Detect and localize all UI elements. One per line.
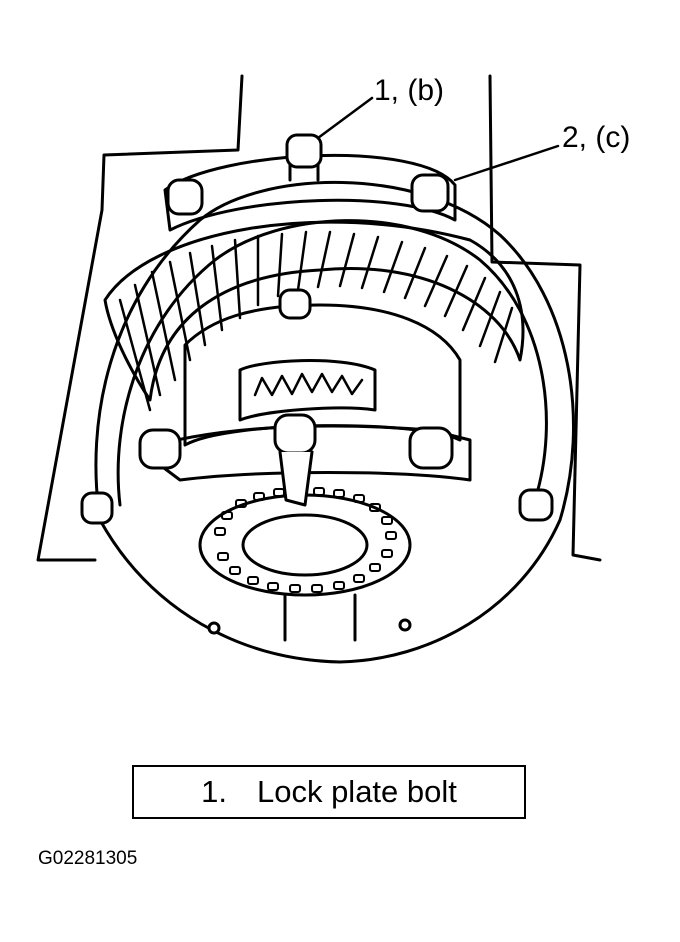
differential-stud-center <box>278 288 312 320</box>
housing-hole-right <box>398 618 412 632</box>
bearing-rollers <box>214 487 397 593</box>
spider-gear-teeth <box>253 372 364 397</box>
mounting-plate <box>36 74 602 562</box>
housing-bolt-right <box>518 488 554 522</box>
legend-box: 1. Lock plate bolt <box>132 765 526 819</box>
callout-1-label: 1, (b) <box>374 74 445 107</box>
callout-2-label: 2, (c) <box>562 121 631 154</box>
legend-number: 1. <box>201 774 227 809</box>
lock-plate-bolt-right <box>408 426 454 470</box>
ring-gear <box>103 220 525 402</box>
bearing-cap-bolt-left <box>166 178 204 216</box>
housing-hole-left <box>207 621 221 635</box>
bearing-cap-bolt-right <box>410 173 450 213</box>
bolt-heads <box>80 133 554 635</box>
bearing-cap <box>163 153 457 232</box>
legend-text: Lock plate bolt <box>256 774 457 809</box>
carrier-housing <box>94 180 575 664</box>
lock-plate-bolt-top <box>285 133 323 182</box>
figure-code: G02281305 <box>38 848 138 869</box>
bearing-race-inner <box>241 513 369 577</box>
carrier-housing-inner <box>116 219 548 507</box>
lower-boss <box>283 593 357 642</box>
housing-bolt-left <box>80 491 114 525</box>
lock-plate-bolt-center <box>273 413 317 507</box>
callout-1-leader <box>316 96 374 140</box>
pinion-window <box>238 359 377 422</box>
ring-gear-teeth <box>118 230 514 412</box>
lock-plate-bar <box>138 424 472 482</box>
callout-2-leader <box>453 144 560 182</box>
lock-plate-bolt-left <box>138 428 182 470</box>
